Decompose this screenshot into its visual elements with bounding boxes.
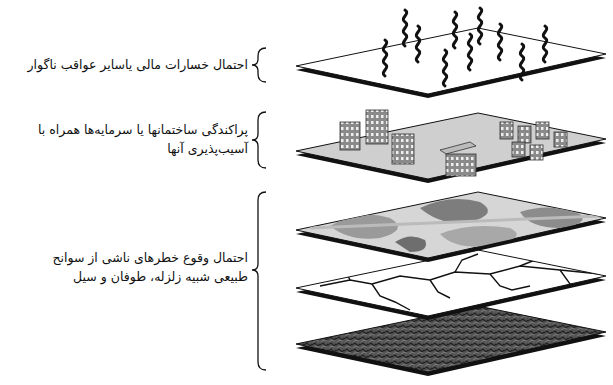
loss-symbols (383, 8, 546, 86)
loss-layer (296, 28, 606, 98)
layer-label: احتمال خسارات مالی یاسایر عواقب ناگوار (16, 56, 248, 75)
layer-label: احتمال وقوع خطرهای ناشی از سوانح طبیعی ش… (16, 249, 248, 287)
hazard-map-layer (296, 192, 606, 262)
building-layer (296, 113, 606, 183)
layer-label: پراکندگی ساختمانها یا سرمایه‌ها همراه با… (16, 121, 248, 159)
brace (252, 48, 266, 370)
buildings (340, 110, 567, 176)
terrain-layer (296, 306, 606, 376)
river-layer (296, 250, 606, 320)
